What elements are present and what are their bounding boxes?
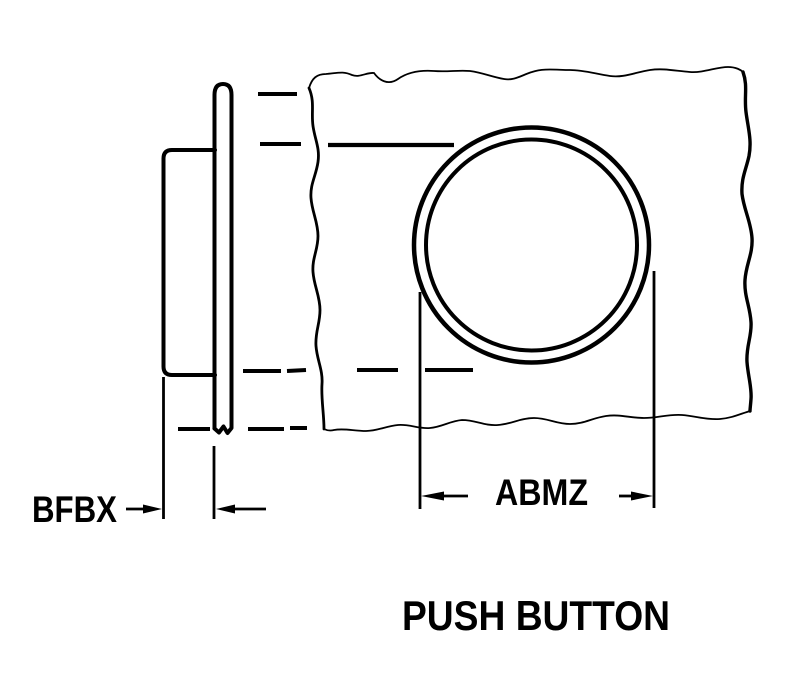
bfbx-arrowhead-right-pointing	[143, 504, 162, 514]
abmz-dimension-label: ABMZ	[495, 472, 588, 513]
panel-break-edge-top	[308, 66, 744, 89]
button-inner-circle	[424, 137, 639, 353]
projection-dash	[286, 368, 307, 373]
abmz-arrowhead-left-pointing	[421, 491, 444, 501]
front-view	[411, 125, 652, 365]
bfbx-dimension: BFBX	[32, 377, 266, 530]
button-outer-circle	[411, 125, 652, 365]
panel-break-edge-left	[307, 86, 326, 431]
bfbx-dimension-label: BFBX	[32, 489, 117, 530]
side-view-mounting-flange	[212, 82, 234, 435]
drawing-caption: PUSH BUTTON	[402, 592, 670, 639]
projection-dashes	[178, 92, 473, 431]
bfbx-arrowhead-left-pointing	[216, 504, 235, 514]
side-view-button-body	[161, 148, 217, 377]
panel-break-edge-bottom	[323, 410, 751, 432]
panel-break-edge-right	[740, 70, 754, 413]
abmz-arrowhead-right-pointing	[631, 491, 653, 501]
side-view	[161, 82, 234, 435]
abmz-dimension: ABMZ	[418, 271, 656, 513]
panel-break-outline	[307, 66, 754, 432]
